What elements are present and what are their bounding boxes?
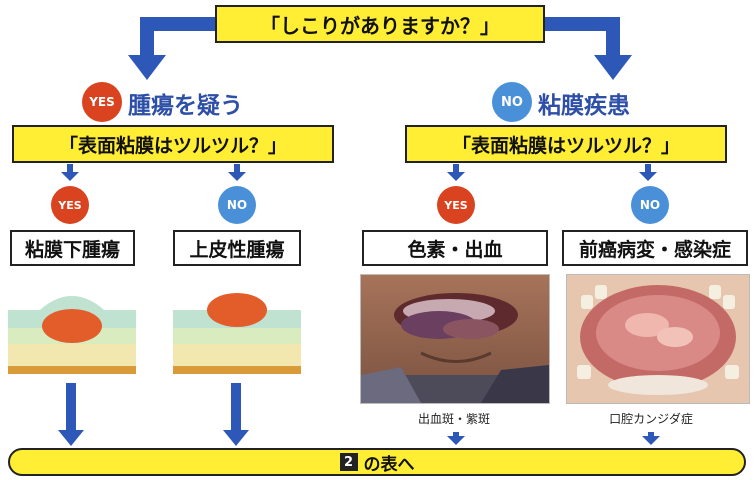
- bottom-bar-text: の表へ: [363, 454, 415, 475]
- result-pigment-bleeding: 色素・出血: [362, 230, 548, 266]
- result-submucosal-tumor: 粘膜下腫瘍: [10, 230, 135, 266]
- left-yes-badge: YES: [82, 82, 122, 122]
- caption-purpura: 出血斑・紫斑: [417, 412, 490, 426]
- bottom-bar: 2 の表へ: [8, 448, 746, 476]
- right-no-badge: NO: [492, 82, 532, 122]
- right-sub-yes-badge: YES: [437, 186, 475, 224]
- table-number-badge: 2: [339, 453, 358, 471]
- right-question-box: 「表面粘膜はツルツル？」: [405, 125, 727, 163]
- left-branch-heading: 腫瘍を疑う: [128, 93, 243, 119]
- right-branch-heading: 粘膜疾患: [538, 93, 630, 119]
- result-epithelial-tumor: 上皮性腫瘍: [173, 230, 301, 266]
- photo-candidiasis: [566, 274, 750, 404]
- right-question-text: 「表面粘膜はツルツル？」: [451, 134, 680, 157]
- left-sub-no-badge: NO: [218, 186, 256, 224]
- caption-candidiasis: 口腔カンジダ症: [609, 412, 693, 426]
- right-sub-no-badge: NO: [631, 186, 669, 224]
- result-precancer-infection: 前癌病変・感染症: [562, 230, 748, 266]
- photo-purpura: [360, 274, 550, 404]
- left-question-box: 「表面粘膜はツルツル？」: [12, 125, 334, 163]
- left-sub-yes-badge: YES: [51, 186, 89, 224]
- submucosal-tumor-diagram: [8, 296, 136, 383]
- left-question-text: 「表面粘膜はツルツル？」: [58, 134, 287, 157]
- top-question-box: 「しこりがありますか？」: [215, 5, 545, 43]
- top-question-text: 「しこりがありますか？」: [260, 13, 500, 38]
- epithelial-tumor-diagram: [173, 293, 301, 374]
